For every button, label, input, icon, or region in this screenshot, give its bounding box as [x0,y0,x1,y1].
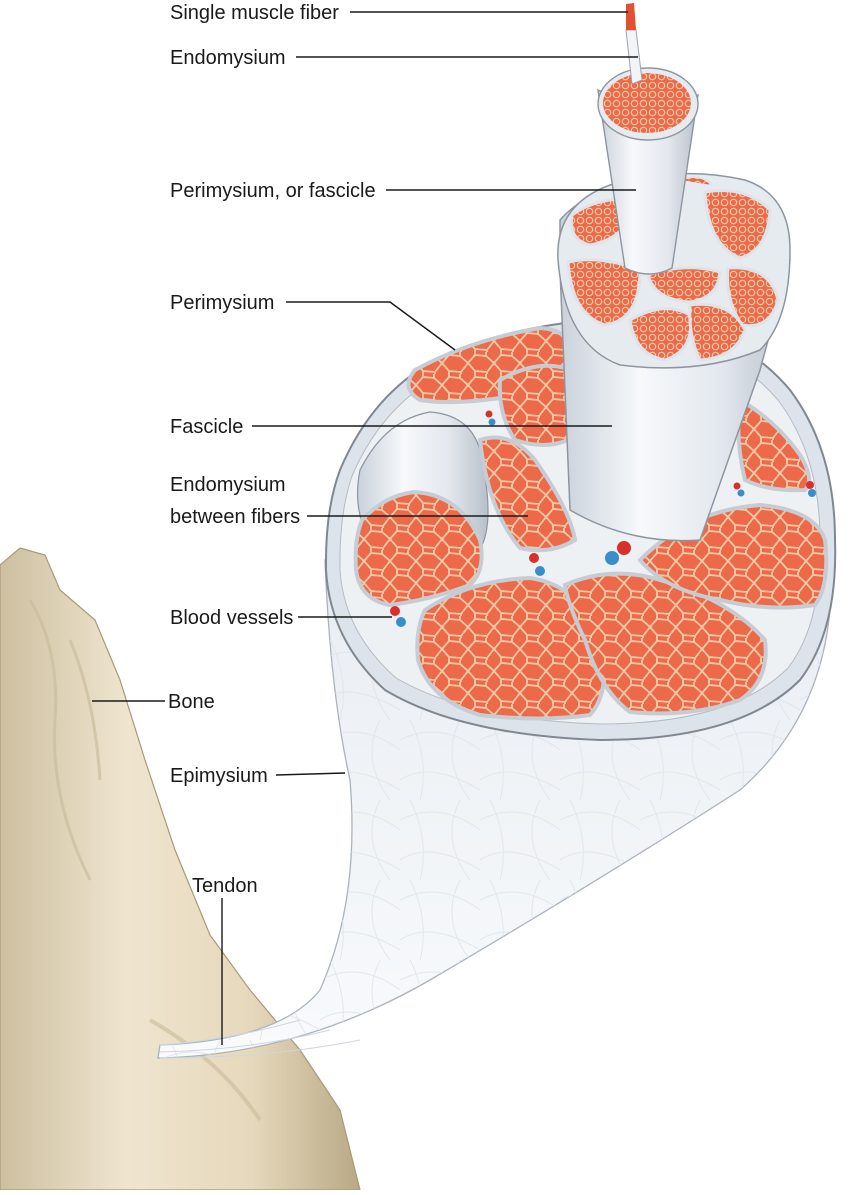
label-endomysium-between-line2: between fibers [170,506,300,528]
label-perimysium: Perimysium [170,292,274,314]
perimysium-tube [597,67,699,275]
label-endomysium-between-line1: Endomysium [170,474,286,496]
label-fascicle: Fascicle [170,416,243,438]
label-endomysium: Endomysium [170,47,286,69]
fascicle-tube [557,172,791,542]
leader-lines [92,11,638,1045]
label-epimysium: Epimysium [170,765,268,787]
label-bone: Bone [168,691,215,713]
label-single-muscle-fiber: Single muscle fiber [170,2,339,24]
blood-vessels [390,410,816,627]
bone-illustration [0,547,361,1191]
label-tendon: Tendon [192,875,258,897]
labels: Single muscle fiber Endomysium Perimysiu… [168,2,376,897]
label-perimysium-or-fascicle: Perimysium, or fascicle [170,180,376,202]
label-blood-vessels: Blood vessels [170,607,293,629]
